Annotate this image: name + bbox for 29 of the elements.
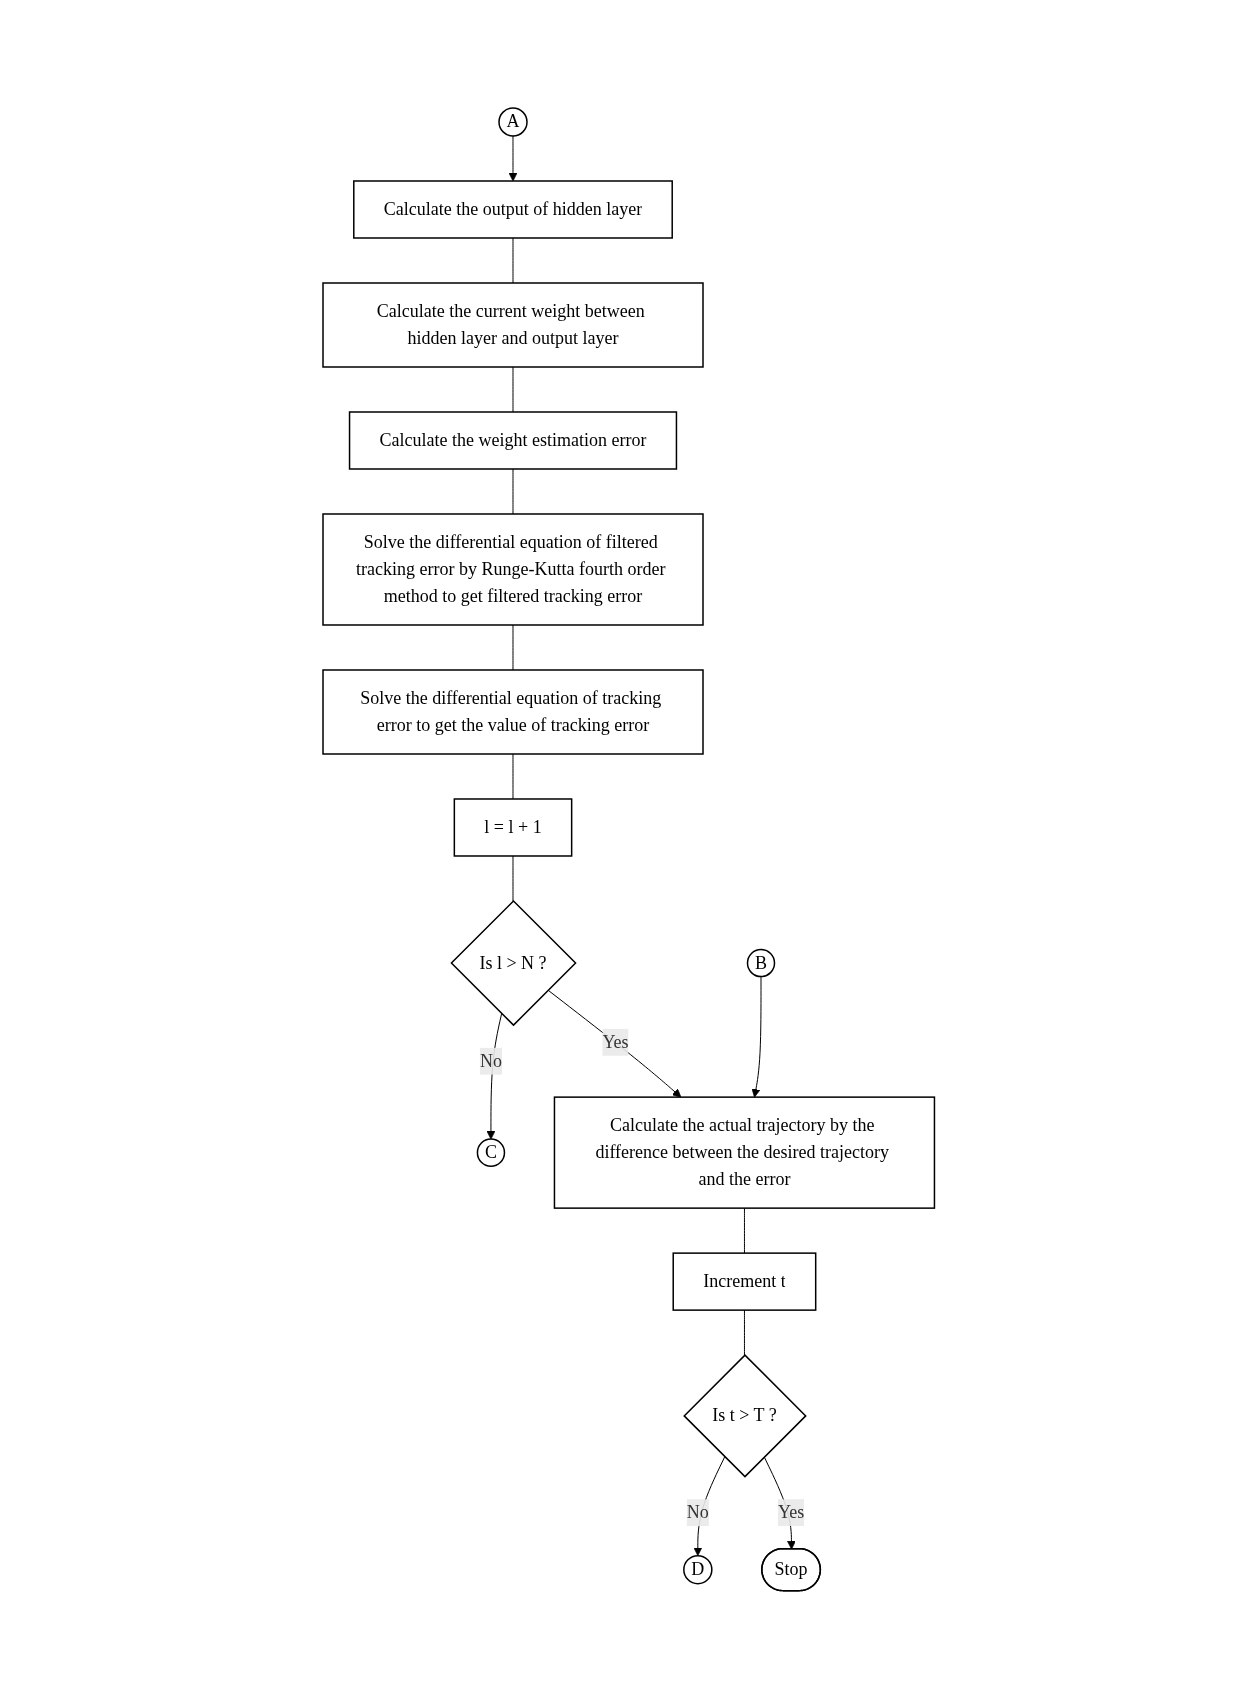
connector: [512, 366, 514, 413]
connector: [512, 237, 514, 284]
node-box: Calculate the actual trajectory by the difference between the desired trajectory and the error: [553, 1096, 935, 1209]
arrow: [751, 975, 762, 1098]
connector: [512, 855, 514, 902]
node-diamond: Is t > T ?: [682, 1353, 807, 1478]
node-box: Solve the differential equation of tracking error to get the value of tracking error: [322, 668, 704, 755]
connector: [743, 1309, 745, 1356]
node-box: Calculate the output of hidden layer: [352, 179, 673, 239]
connector: [512, 468, 514, 515]
edge-label: Yes: [777, 1501, 804, 1522]
arrow: [547, 989, 682, 1098]
node-box: Calculate the weight estimation error: [348, 410, 677, 470]
connector: [512, 753, 514, 800]
node-box: Increment t: [672, 1252, 817, 1311]
node-box: Calculate the current weight between hidden layer and output layer: [322, 281, 704, 368]
connector: [512, 624, 514, 671]
connector: [743, 1207, 745, 1254]
edge-label: Yes: [602, 1031, 629, 1052]
node-box: Solve the differential equation of filtered tracking error by Runge-Kutta fourth order method to get filtered tracking error: [322, 512, 704, 626]
node-circle: C: [476, 1138, 505, 1167]
node-circle: A: [498, 106, 528, 137]
node-diamond: Is l > N ?: [450, 899, 577, 1026]
node-circle: B: [746, 948, 776, 977]
edge-label: No: [479, 1050, 502, 1071]
node-circle: D: [682, 1554, 713, 1585]
edge-label: No: [686, 1501, 709, 1522]
arrow: [508, 135, 518, 182]
node-box: l = l + 1: [453, 797, 573, 857]
